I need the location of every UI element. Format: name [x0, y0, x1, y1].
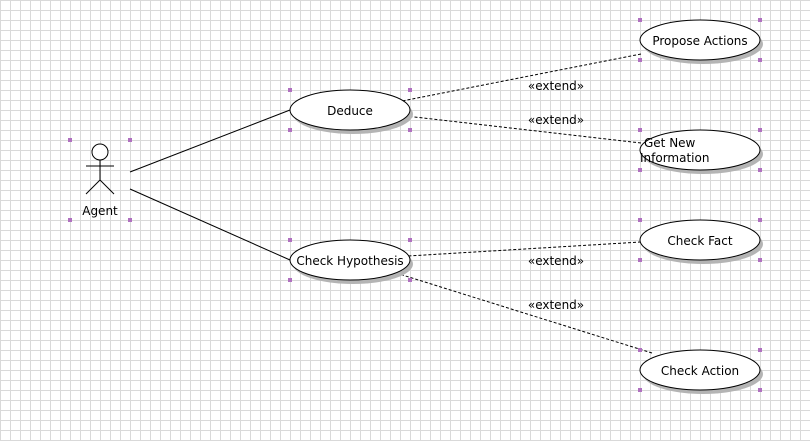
selection-handle[interactable] [638, 128, 642, 132]
extend-label-propose-actions: «extend» [528, 79, 584, 93]
use-case-get-new-information[interactable]: Get New Information [638, 128, 763, 174]
selection-handle[interactable] [758, 388, 762, 392]
selection-handle[interactable] [408, 128, 412, 132]
actor-label: Agent [82, 204, 118, 218]
selection-handle[interactable] [638, 18, 642, 22]
use-case-ellipse [289, 89, 411, 131]
selection-handle[interactable] [758, 18, 762, 22]
use-case-label: Check Fact [667, 234, 732, 248]
association-agent-check-hypothesis[interactable] [129, 188, 291, 261]
selection-handle[interactable] [408, 88, 412, 92]
extend-line-get-new-information[interactable] [406, 116, 642, 144]
actor-left-leg [85, 179, 101, 195]
actor-head [91, 143, 109, 161]
extend-line-check-fact[interactable] [408, 241, 642, 256]
use-case-ellipse [639, 19, 761, 61]
extend-label-check-action: «extend» [528, 298, 584, 312]
selection-handle[interactable] [408, 278, 412, 282]
use-case-ellipse [639, 129, 761, 171]
extend-label-get-new-information: «extend» [528, 113, 584, 127]
selection-handle[interactable] [758, 348, 762, 352]
use-case-label: Check Action [661, 364, 739, 378]
selection-handle[interactable] [758, 58, 762, 62]
extend-line-propose-actions[interactable] [402, 53, 642, 101]
use-case-label-line-1: Get New [644, 136, 696, 150]
selection-handle[interactable] [638, 388, 642, 392]
extend-line-check-action[interactable] [396, 273, 653, 354]
selection-handle[interactable] [758, 258, 762, 262]
actor-agent[interactable]: Agent [68, 138, 132, 222]
selection-handle[interactable] [128, 138, 132, 142]
selection-handle[interactable] [408, 238, 412, 242]
selection-handle[interactable] [638, 58, 642, 62]
use-case-check-hypothesis[interactable]: Check Hypothesis [288, 238, 413, 284]
use-case-ellipse [639, 349, 761, 391]
use-case-ellipse [639, 219, 761, 261]
selection-handle[interactable] [758, 128, 762, 132]
selection-handle[interactable] [638, 348, 642, 352]
use-case-label: Propose Actions [652, 34, 747, 48]
selection-handle[interactable] [68, 218, 72, 222]
use-case-ellipse [289, 239, 411, 281]
selection-handle[interactable] [638, 258, 642, 262]
selection-handle[interactable] [758, 168, 762, 172]
selection-handle[interactable] [288, 238, 292, 242]
selection-handle[interactable] [68, 138, 72, 142]
use-case-label: Check Hypothesis [296, 254, 403, 268]
use-case-deduce[interactable]: Deduce [288, 88, 413, 134]
use-case-propose-actions[interactable]: Propose Actions [638, 18, 763, 64]
selection-handle[interactable] [758, 218, 762, 222]
use-case-check-action[interactable]: Check Action [638, 348, 763, 394]
selection-handle[interactable] [638, 218, 642, 222]
actor-right-leg [99, 179, 115, 195]
selection-handle[interactable] [128, 218, 132, 222]
selection-handle[interactable] [288, 278, 292, 282]
extend-label-check-fact: «extend» [528, 254, 584, 268]
selection-handle[interactable] [638, 168, 642, 172]
use-case-label: Deduce [327, 104, 373, 118]
use-case-label-line-2: Information [640, 151, 709, 165]
use-case-check-fact[interactable]: Check Fact [638, 218, 763, 264]
selection-handle[interactable] [288, 88, 292, 92]
association-agent-deduce[interactable] [129, 109, 291, 173]
selection-handle[interactable] [288, 128, 292, 132]
